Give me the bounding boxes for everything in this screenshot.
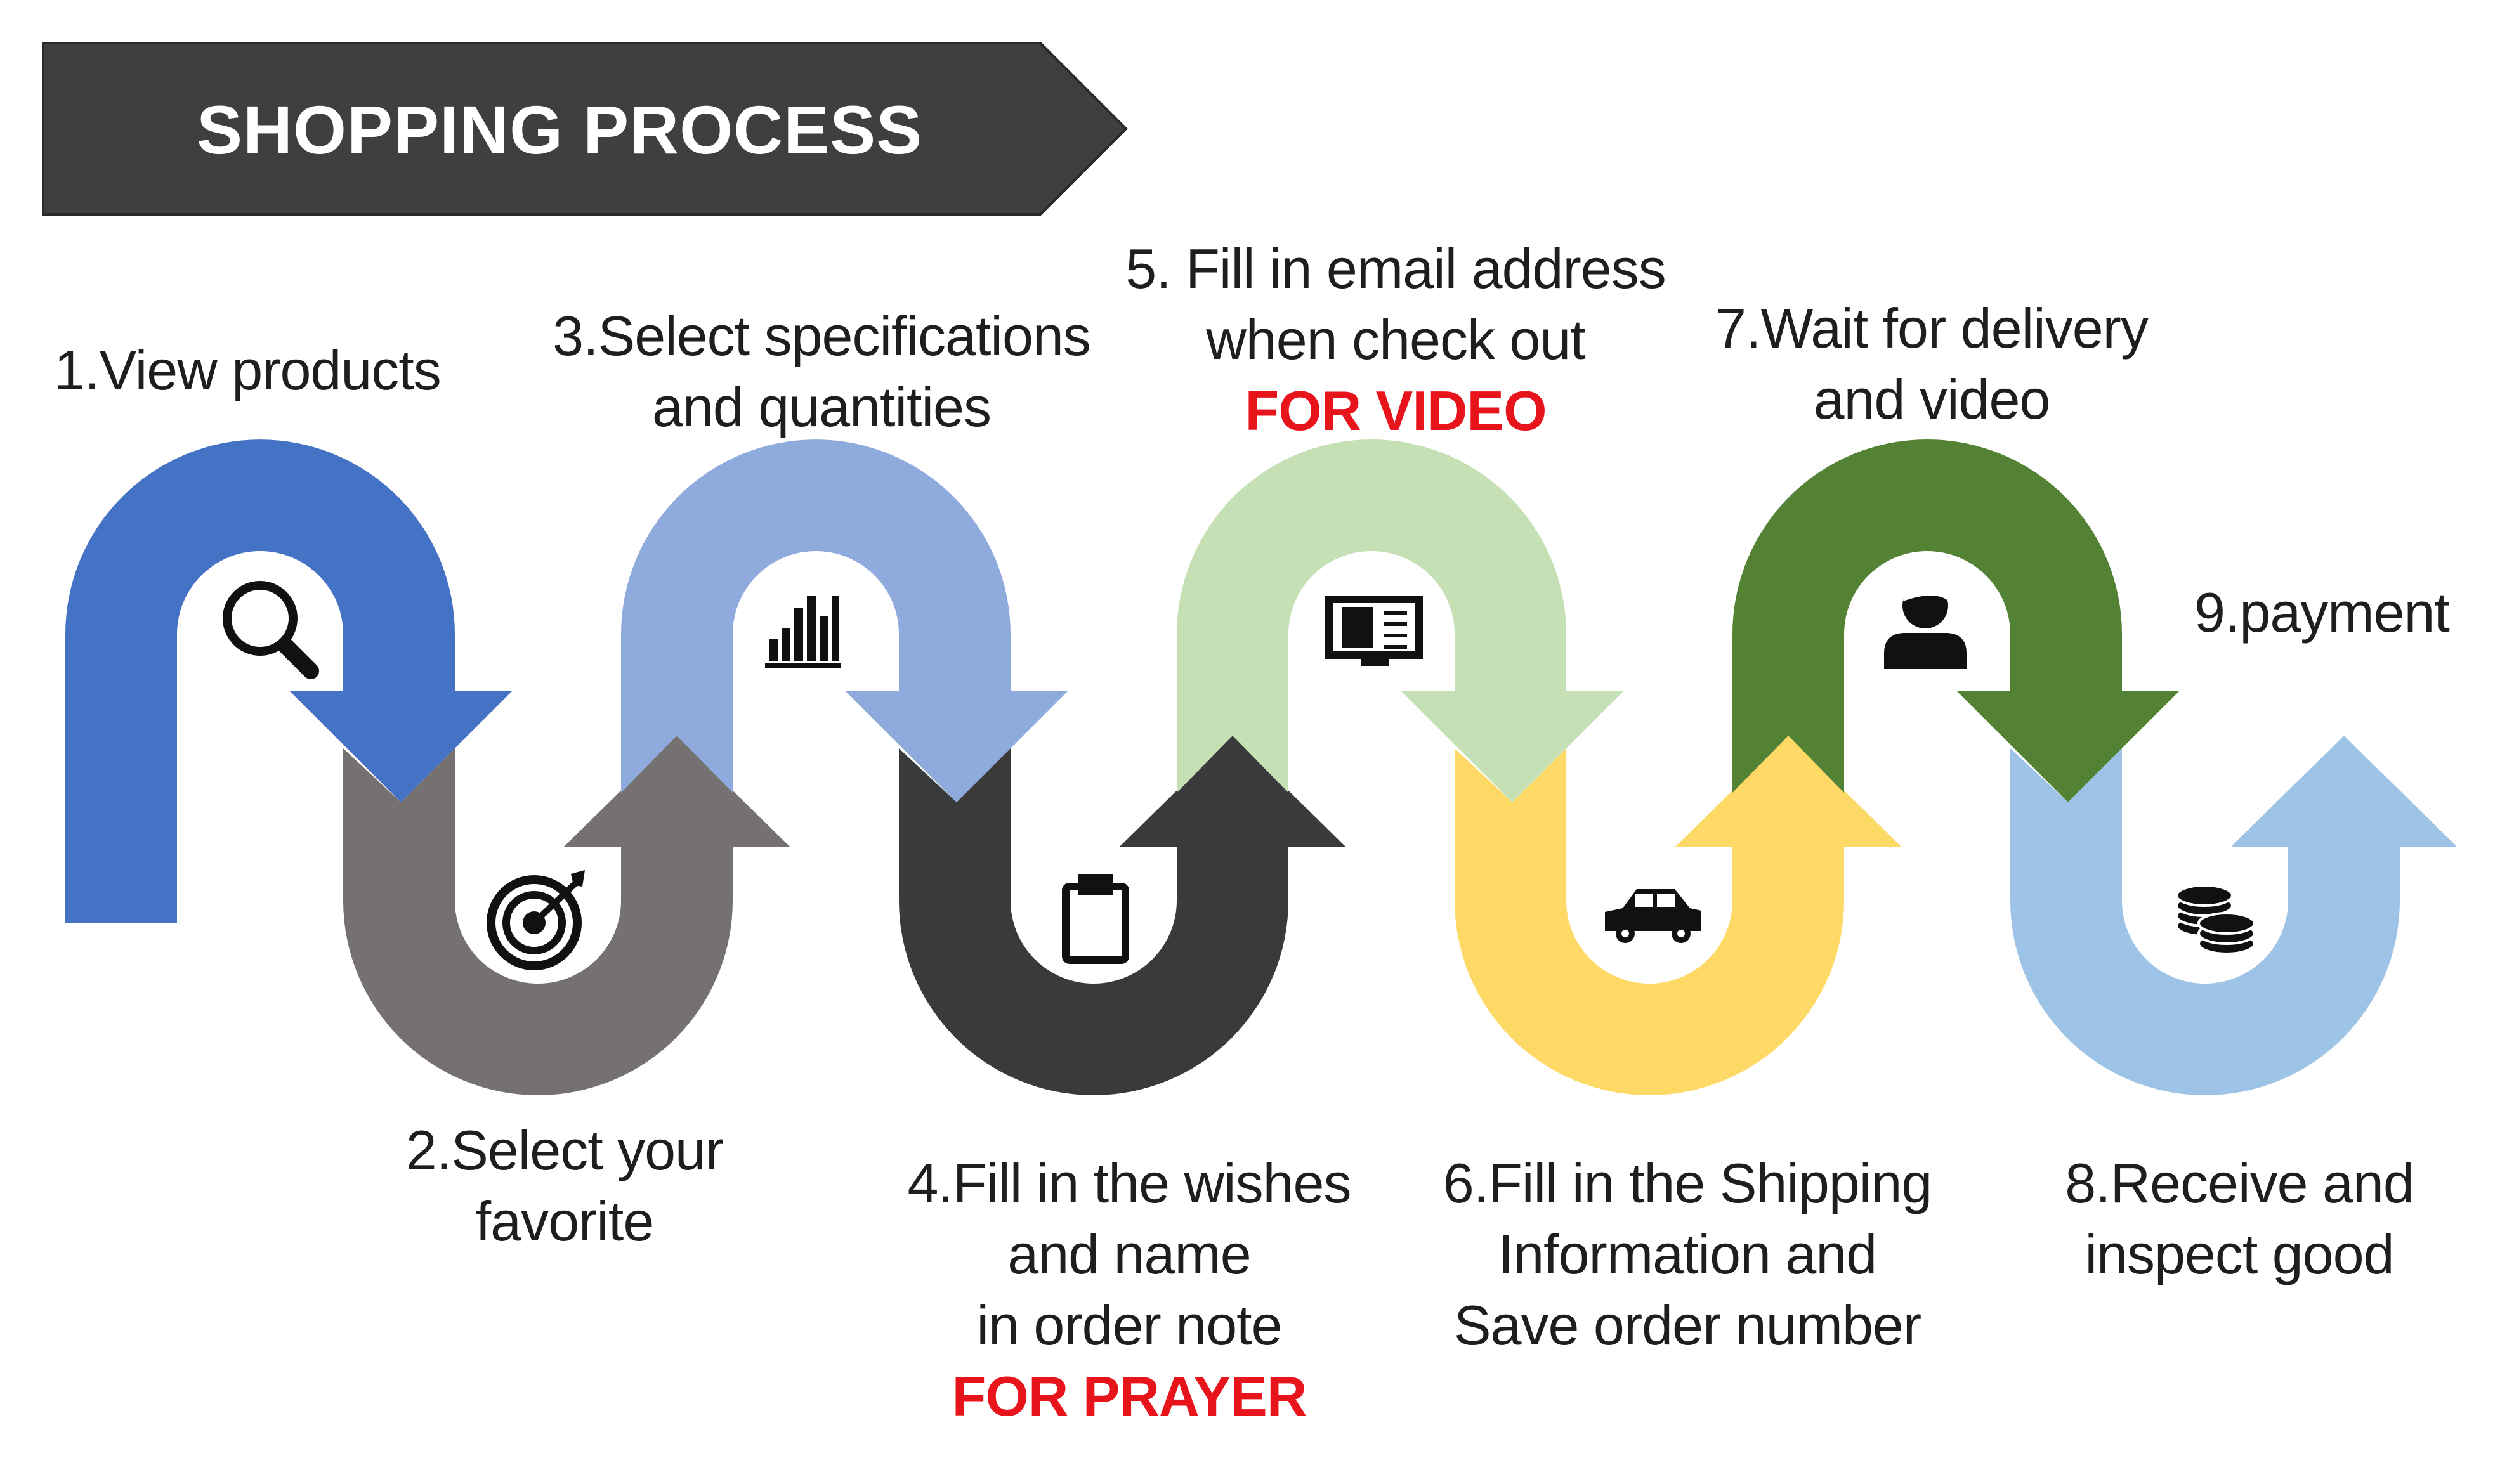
step-1-arch [65,439,512,923]
step-5-label: 5. Fill in email address when check out … [1078,233,1713,446]
step-5-arch [1177,439,1623,802]
step-1-line-1: 1.View products [54,339,442,401]
step-7-line-2: and video [1813,368,2051,431]
step-4-line-2: and name [1007,1223,1251,1285]
step-7-line-1: 7.Wait for delivery [1715,297,2149,360]
step-6-line-3: Save order number [1453,1294,1921,1357]
magnifier-icon [223,581,319,679]
car-icon [1605,889,1701,943]
step-7-arch [1732,439,2179,802]
step-9-line-1: 9.payment [2194,581,2450,644]
step-4-line-3: in order note [976,1294,1282,1357]
step-5-line-1: 5. Fill in email address [1125,237,1666,300]
step-2-line-1: 2.Select your [405,1119,724,1181]
step-8-line-2: inspect good [2085,1223,2394,1285]
step-2-line-2: favorite [475,1190,655,1253]
step-3-arch [621,439,1068,802]
person-icon [1884,580,1967,669]
step-5-line-2: when check out [1206,308,1586,371]
step-6-valley [1455,736,1901,1095]
clipboard-icon [1062,874,1129,964]
step-3-line-2: and quantities [652,375,992,438]
bar-chart-icon [765,596,841,668]
step-3-line-1: 3.Select specifications [553,304,1091,367]
step-1-label: 1.View products [38,335,457,406]
step-8-line-1: 8.Receive and [2065,1152,2414,1214]
step-2-valley [343,736,790,1095]
step-8-valley [2010,736,2457,1095]
step-4-label: 4.Fill in the wishes and name in order n… [850,1148,1408,1432]
step-9-label: 9.payment [2157,577,2487,648]
step-4-line-1: 4.Fill in the wishes [907,1152,1352,1214]
page-title: SHOPPING PROCESS [197,91,923,168]
step-6-label: 6.Fill in the Shipping Information and S… [1396,1148,1979,1361]
step-7-label: 7.Wait for delivery and video [1662,293,2201,435]
step-4-highlight: FOR PRAYER [952,1365,1307,1428]
step-8-label: 8.Receive and inspect good [2017,1148,2461,1290]
step-6-line-1: 6.Fill in the Shipping [1443,1152,1932,1214]
coins-icon [2175,884,2256,955]
step-3-label: 3.Select specifications and quantities [501,301,1142,443]
title-banner [42,42,1128,216]
step-4-valley [899,736,1345,1095]
target-icon [487,870,585,970]
step-5-highlight: FOR VIDEO [1245,379,1547,442]
step-6-line-2: Information and [1498,1223,1878,1285]
book-icon [1325,596,1423,666]
step-2-label: 2.Select your favorite [330,1115,799,1257]
